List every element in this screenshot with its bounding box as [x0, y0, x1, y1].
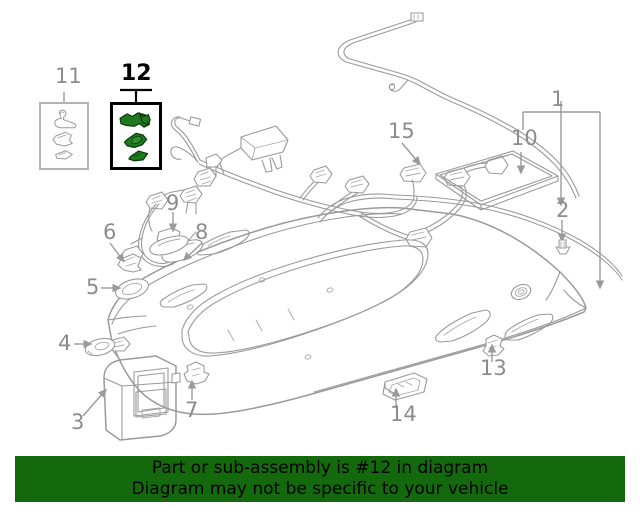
- clip-7: [183, 361, 210, 385]
- sunroof-sunshade-panel-10: [435, 150, 559, 211]
- part-notice-banner: Part or sub-assembly is #12 in diagram D…: [15, 456, 625, 502]
- callout-8[interactable]: 8: [195, 220, 209, 244]
- callout-11[interactable]: 11: [55, 64, 82, 88]
- callout-leaders: [63, 88, 605, 417]
- callout-4[interactable]: 4: [58, 331, 72, 355]
- callout-12[interactable]: 12: [121, 61, 152, 86]
- roof-antenna-cable: [337, 12, 580, 199]
- clip-13: [482, 334, 505, 357]
- callout-2[interactable]: 2: [556, 198, 570, 222]
- notice-line-2: Diagram may not be specific to your vehi…: [131, 479, 509, 499]
- callout-1[interactable]: 1: [551, 87, 565, 111]
- visor-clip-4: [84, 337, 116, 357]
- callout-6[interactable]: 6: [103, 220, 117, 244]
- cap-5: [115, 278, 149, 300]
- callout-5[interactable]: 5: [86, 275, 100, 299]
- grommet-2: [555, 239, 571, 255]
- callout-9[interactable]: 9: [166, 191, 180, 215]
- lamp-assembly-14: [382, 372, 428, 401]
- harness-connector-cluster: [145, 153, 225, 232]
- callout-7[interactable]: 7: [185, 398, 199, 422]
- callout-15[interactable]: 15: [388, 119, 415, 143]
- callout-14[interactable]: 14: [390, 402, 417, 426]
- callout-13[interactable]: 13: [480, 356, 507, 380]
- roof-side-trim-15: [317, 193, 623, 281]
- legend-parts-11: [52, 109, 77, 160]
- legend-box-11[interactable]: [39, 102, 89, 170]
- callout-10[interactable]: 10: [511, 126, 538, 150]
- legend-box-12[interactable]: [110, 102, 162, 170]
- headliner-panel: [107, 206, 587, 416]
- harness-connector-center: [240, 125, 289, 173]
- callout-3[interactable]: 3: [71, 410, 85, 434]
- legend-parts-12: [119, 112, 151, 162]
- notice-line-1: Part or sub-assembly is #12 in diagram: [151, 458, 489, 478]
